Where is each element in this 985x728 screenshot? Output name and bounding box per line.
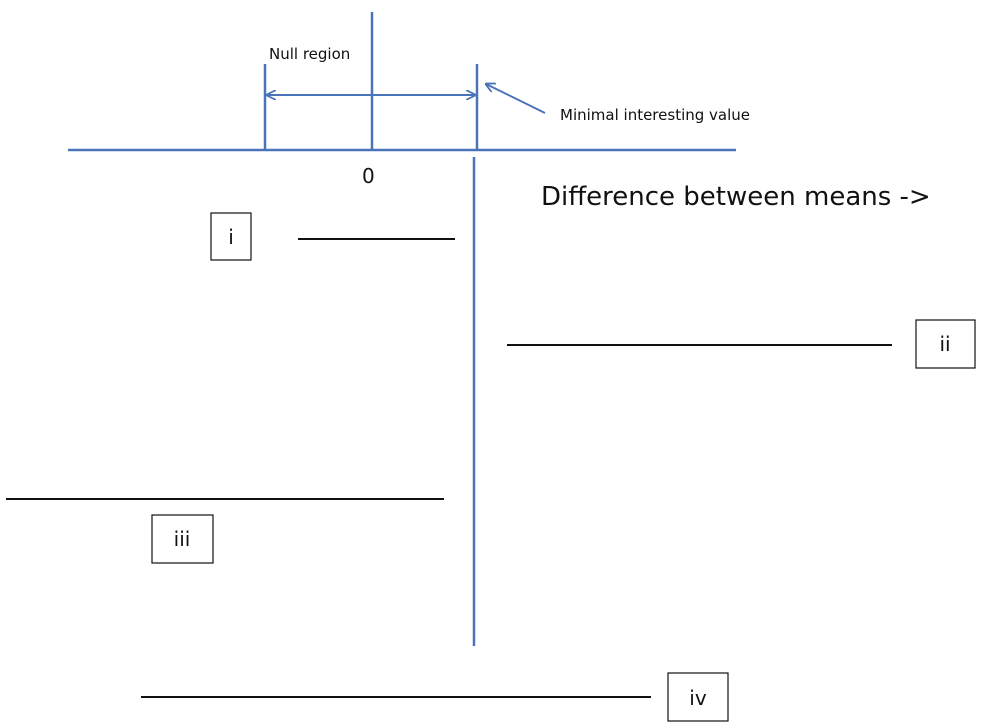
interval-iii-label: iii — [174, 527, 191, 551]
interval-iii-box: iii — [151, 514, 214, 564]
interval-ii-label: ii — [939, 332, 950, 356]
interval-i-box: i — [210, 212, 252, 261]
zero-label: 0 — [362, 164, 375, 188]
interval-i-label: i — [228, 225, 234, 249]
interval-iv-box: iv — [667, 672, 729, 722]
interval-ii-box: ii — [915, 319, 976, 369]
minimal-value-pointer-arrow — [486, 84, 546, 114]
x-axis-label: Difference between means -> — [541, 182, 931, 212]
null-region-label: Null region — [269, 45, 350, 63]
interval-iv-label: iv — [689, 686, 707, 710]
minimal-interesting-value-label: Minimal interesting value — [560, 106, 750, 124]
